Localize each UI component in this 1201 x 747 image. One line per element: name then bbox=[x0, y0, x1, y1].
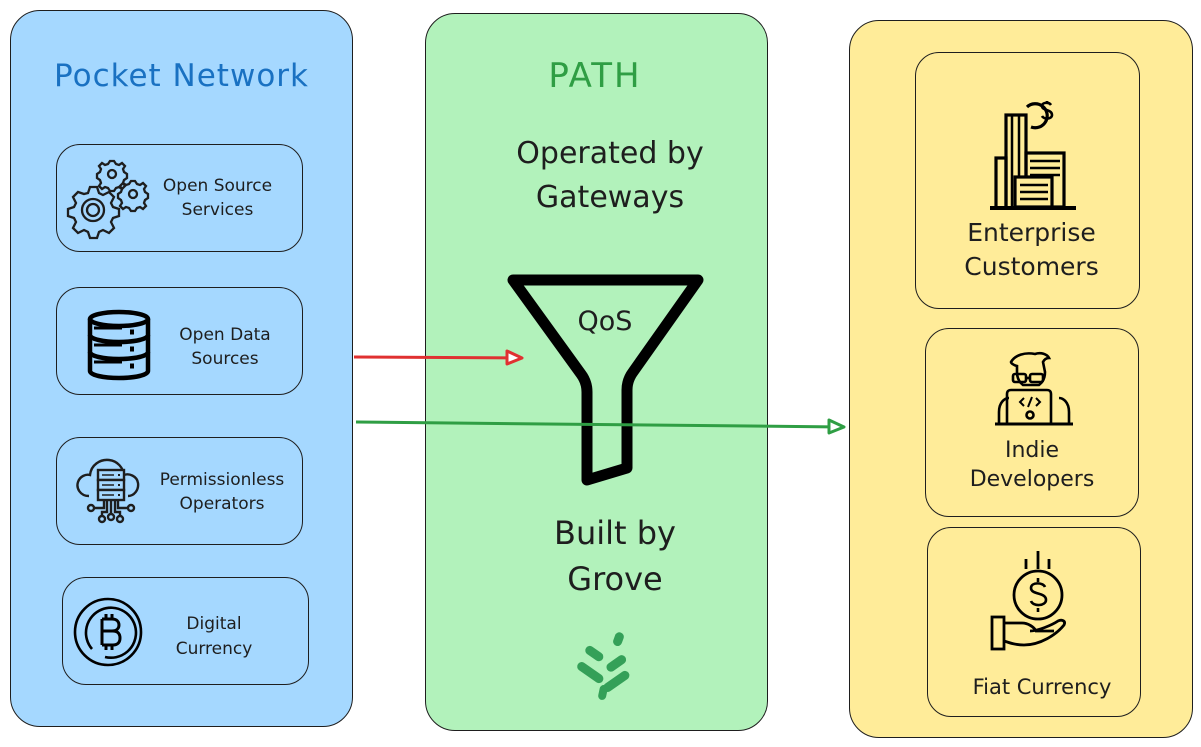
enterprise-building-icon bbox=[990, 94, 1076, 210]
funnel-label: QoS bbox=[577, 306, 633, 337]
pocket-network-title: Pocket Network bbox=[54, 58, 309, 94]
pocket-item-label-line2: Operators bbox=[179, 494, 265, 514]
customer-item-indie-developers bbox=[925, 328, 1139, 517]
pocket-item-label-line2: Services bbox=[181, 200, 254, 220]
grove-leaf-icon bbox=[577, 630, 642, 702]
customer-item-label-line2: Customers bbox=[964, 252, 1099, 281]
bitcoin-icon bbox=[73, 597, 143, 667]
path-title: PATH bbox=[548, 56, 642, 96]
pocket-item-label-line1: Digital bbox=[186, 614, 242, 634]
gears-icon bbox=[64, 158, 150, 242]
pocket-item-open-data-sources bbox=[56, 287, 303, 395]
customer-item-label-line1: Fiat Currency bbox=[972, 675, 1112, 699]
pocket-item-label-line2: Sources bbox=[191, 349, 259, 369]
pocket-item-label-line1: Open Source bbox=[162, 176, 273, 196]
developer-laptop-icon bbox=[995, 350, 1073, 426]
pocket-item-digital-currency bbox=[62, 577, 309, 685]
operated-by-line1: Operated by bbox=[516, 136, 704, 171]
pocket-network-panel bbox=[10, 10, 353, 727]
database-icon bbox=[86, 309, 152, 381]
built-by-line1: Built by bbox=[554, 514, 676, 552]
built-by-line2: Grove bbox=[567, 560, 663, 598]
customer-item-label-line1: Indie bbox=[1004, 438, 1060, 463]
pocket-item-permissionless-operators bbox=[56, 437, 303, 545]
hand-coin-icon bbox=[990, 545, 1085, 655]
qos-funnel-icon bbox=[505, 270, 710, 486]
path-panel bbox=[425, 13, 768, 731]
pocket-item-label-line1: Permissionless bbox=[159, 470, 285, 490]
customer-item-label-line2: Developers bbox=[969, 467, 1095, 492]
pocket-item-label-line2: Currency bbox=[175, 639, 253, 659]
pocket-item-open-source-services bbox=[56, 144, 303, 252]
operated-by-line2: Gateways bbox=[535, 180, 685, 215]
customer-item-enterprise bbox=[915, 52, 1140, 309]
customers-panel bbox=[849, 20, 1193, 738]
customer-item-label-line1: Enterprise bbox=[967, 218, 1096, 247]
pocket-item-label-line1: Open Data bbox=[179, 325, 271, 345]
cloud-server-icon bbox=[74, 456, 148, 528]
customer-item-fiat-currency bbox=[927, 527, 1141, 717]
